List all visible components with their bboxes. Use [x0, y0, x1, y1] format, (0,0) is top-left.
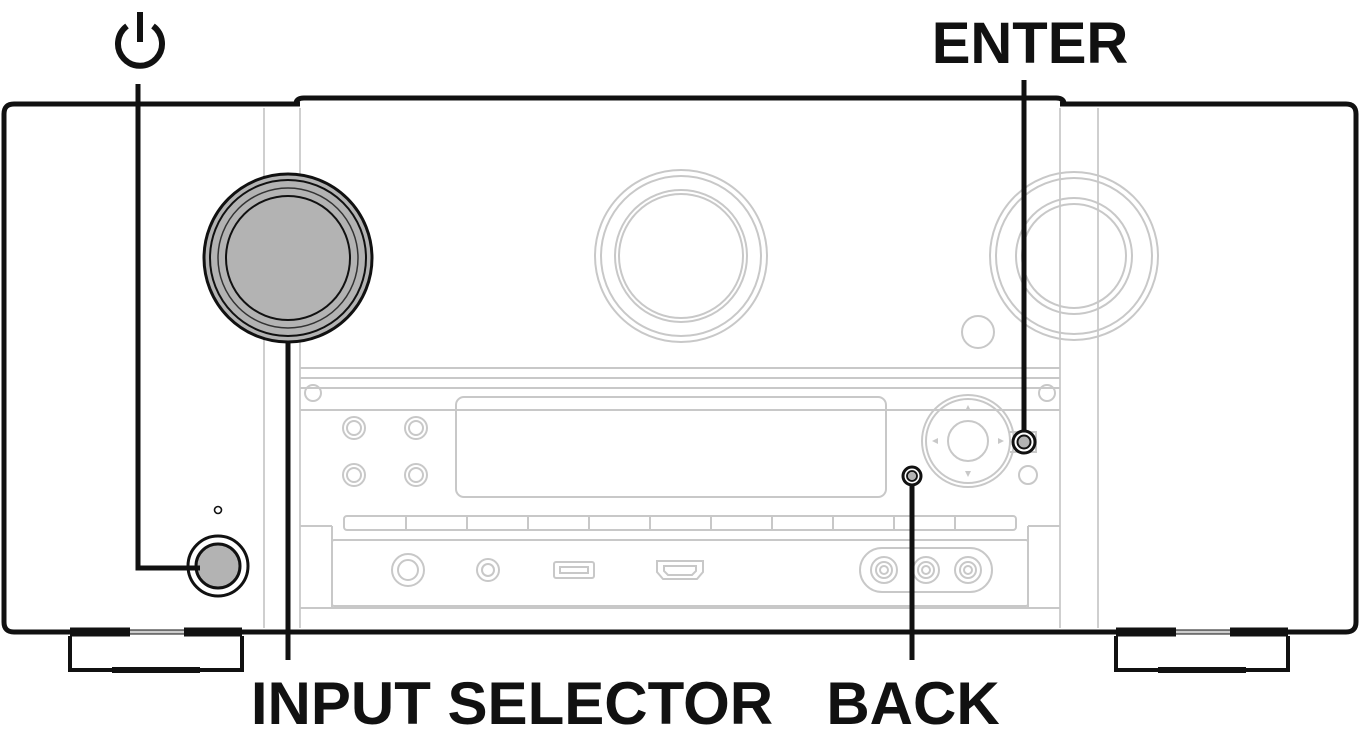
power-leader-line: [135, 84, 200, 571]
left-button-cluster: [342, 416, 428, 487]
left-screw: [304, 384, 322, 402]
av-input-jacks: [859, 547, 993, 593]
arrow-down-icon: [965, 471, 971, 477]
mic-jack: [476, 558, 500, 582]
back-label: BACK: [826, 670, 999, 737]
power-icon: [115, 12, 165, 69]
right-foot: [1114, 627, 1290, 673]
source-button-strip: [343, 515, 1017, 531]
cursor-arrows: [932, 405, 1004, 477]
small-round-button: [961, 315, 995, 349]
input-selector-label: INPUT SELECTOR: [251, 670, 773, 737]
left-side-panel: [1, 101, 300, 635]
arrow-up-icon: [965, 405, 971, 411]
left-foot: [68, 627, 244, 673]
center-knob: [594, 169, 768, 343]
headphone-jack: [391, 553, 425, 587]
enter-button[interactable]: [1011, 429, 1037, 455]
hdmi-port: [656, 560, 704, 580]
standby-indicator: [213, 505, 223, 515]
center-panel: [300, 169, 1159, 609]
arrow-right-icon: [998, 438, 1004, 444]
input-selector-knob[interactable]: [202, 172, 374, 344]
back-button[interactable]: [901, 465, 923, 487]
enter-label: ENTER: [932, 11, 1129, 76]
right-side-panel: [1060, 101, 1359, 635]
right-screw: [1038, 384, 1056, 402]
display-window: [455, 396, 887, 498]
usb-port: [553, 561, 595, 579]
arrow-left-icon: [932, 438, 938, 444]
volume-knob: [989, 171, 1159, 341]
center-top-edge: [293, 95, 1067, 105]
leader-lines: [135, 80, 1027, 660]
